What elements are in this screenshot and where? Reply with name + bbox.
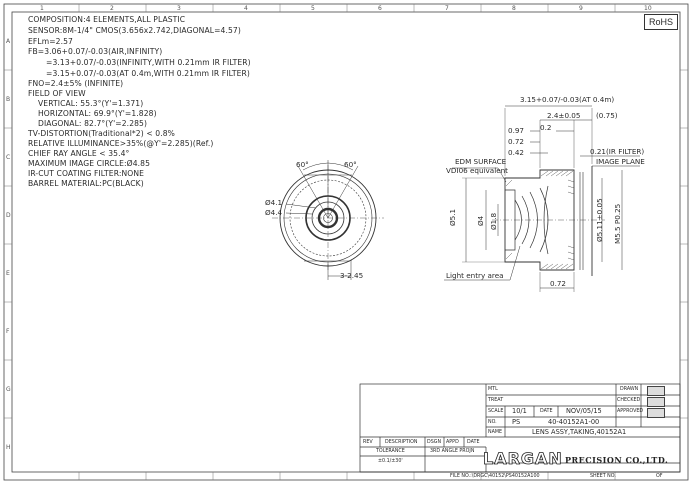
- side-dim-02: 0.2: [540, 123, 552, 132]
- tb-projection: 3RD ANGLE PROJN: [430, 449, 475, 454]
- tb-mtl-label: MTL: [488, 387, 498, 392]
- side-fb-dim: 3.15+0.07/-0.03(AT 0.4m): [520, 95, 615, 104]
- side-ir-filter-label: 0.21(IR FILTER): [590, 147, 645, 156]
- largan-logo: LARGAN: [483, 449, 563, 469]
- rohs-badge: RoHS: [644, 14, 678, 30]
- tb-checked-label: CHECKED: [617, 398, 641, 403]
- front-dia-inner: Ø4.4: [265, 208, 283, 217]
- spec-fb-04m: =3.15+0.07/-0.03(AT 0.4m,WITH 0.21mm IR …: [46, 69, 250, 78]
- front-width-dim: 3-2.45: [340, 271, 364, 280]
- side-vdi-label: VDI06 equivalent: [446, 166, 508, 175]
- side-dim-240: 2.4±0.05: [547, 111, 581, 120]
- tb-of-label: OF: [656, 474, 663, 479]
- side-image-plane-label: IMAGE PLANE: [596, 157, 645, 166]
- side-view: [444, 105, 640, 292]
- barrel-outline: [504, 169, 575, 271]
- ruler-top-7: 7: [445, 5, 449, 12]
- tb-part-no: 40-40152A1-00: [548, 418, 600, 426]
- front-angle-right: 60°: [344, 160, 357, 169]
- spec-efl: EFLm=2.57: [28, 37, 73, 46]
- tb-approved-stamp: [647, 408, 665, 418]
- tb-rev-label: REV: [363, 440, 373, 445]
- ruler-top-2: 2: [110, 5, 114, 12]
- side-thread-label: M5.5 P0.25: [613, 203, 622, 244]
- tb-date: NOV/05/15: [566, 407, 602, 415]
- spec-chief-ray-angle: CHIEF RAY ANGLE < 35.4°: [28, 149, 130, 158]
- side-dim-075: (0.75): [596, 111, 618, 120]
- tb-file-no: FILE NO.:\DRGC\40152\PS40152A100: [450, 474, 540, 479]
- tb-prefix: PS: [512, 418, 521, 426]
- ruler-top-3: 3: [177, 5, 181, 12]
- side-edm-surface-label: EDM SURFACE: [455, 157, 507, 166]
- spec-fov-vertical: VERTICAL: 55.3°(Y'=1.371): [38, 99, 144, 108]
- tb-no-label: NO.: [488, 420, 497, 425]
- ruler-top-10: 10: [644, 5, 652, 12]
- spec-fno: FNO=2.4±5% (INFINITE): [28, 79, 124, 88]
- company-name: PRECISION CO.,LTD.: [565, 455, 669, 465]
- spec-fb-air: FB=3.06+0.07/-0.03(AIR,INFINITY): [28, 47, 163, 56]
- ruler-top-4: 4: [244, 5, 248, 12]
- side-dim-097: 0.97: [508, 126, 525, 135]
- inner-border: [11, 11, 681, 473]
- ruler-side-a: A: [6, 38, 11, 45]
- spec-fov-heading: FIELD OF VIEW: [28, 89, 86, 98]
- spec-barrel-material: BARREL MATERIAL:PC(BLACK): [28, 179, 144, 188]
- tb-scale: 10/1: [512, 407, 527, 415]
- tb-dsgn-label: DSGN: [427, 440, 442, 445]
- tb-scale-label: SCALE: [488, 409, 504, 414]
- ruler-top-5: 5: [311, 5, 315, 12]
- ruler-top-9: 9: [579, 5, 583, 12]
- ruler-top-8: 8: [512, 5, 516, 12]
- ruler-side-g: G: [6, 386, 11, 393]
- side-phi18: Ø1.8: [489, 212, 498, 230]
- tb-approved-label: APPROVED: [617, 409, 644, 414]
- ruler-top-1: 1: [40, 5, 44, 12]
- spec-composition: COMPOSITION:4 ELEMENTS,ALL PLASTIC: [28, 15, 186, 24]
- spec-tv-distortion: TV-DISTORTION(Traditional*2) < 0.8%: [28, 129, 175, 138]
- side-dim-042: 0.42: [508, 148, 525, 157]
- side-phi511: Ø5.11±0.05: [595, 198, 604, 242]
- ruler-ticks: [4, 4, 688, 480]
- side-light-entry-label: Light entry area: [446, 271, 504, 280]
- tb-date-label: DATE: [540, 409, 553, 414]
- spec-fb-infinity: =3.13+0.07/-0.03(INFINITY,WITH 0.21mm IR…: [46, 58, 251, 67]
- tb-checked-stamp: [647, 397, 665, 407]
- front-view: [272, 160, 384, 280]
- tb-tolerance: ±0.1/±30': [378, 459, 403, 464]
- side-dim-072-bottom: 0.72: [550, 279, 567, 288]
- tb-appd-label: APPD: [446, 440, 459, 445]
- tb-drawn-stamp: [647, 386, 665, 396]
- ruler-side-b: B: [6, 96, 11, 103]
- ruler-side-f: F: [6, 328, 10, 335]
- side-phi4: Ø4: [476, 215, 485, 226]
- ruler-side-c: C: [6, 154, 11, 161]
- lens-element-1: [514, 199, 522, 241]
- spec-ir-cut: IR-CUT COATING FILTER:NONE: [28, 169, 145, 178]
- ruler-top-6: 6: [378, 5, 382, 12]
- tb-name-label: NAME: [488, 430, 503, 435]
- tb-date2-label: DATE: [467, 440, 480, 445]
- side-phi51: Ø5.1: [448, 208, 457, 226]
- front-angle-left: 60°: [296, 160, 309, 169]
- spec-fov-horizontal: HORIZONTAL: 69.9°(Y'=1.828): [38, 109, 157, 118]
- tb-treat-label: TREAT: [488, 398, 504, 403]
- spec-fov-diagonal: DIAGONAL: 82.7°(Y'=2.285): [38, 119, 148, 128]
- tb-name: LENS ASSY,TAKING,40152A1: [532, 428, 627, 436]
- outer-border: [3, 3, 689, 481]
- ruler-side-e: E: [6, 270, 10, 277]
- front-dia-outer: Ø4.1: [265, 198, 283, 207]
- tb-drawn-label: DRAWN: [620, 387, 639, 392]
- spec-image-circle: MAXIMUM IMAGE CIRCLE:Ø4.85: [28, 159, 151, 168]
- spec-relative-illuminance: RELATIVE ILLUMINANCE>35%(@Y'=2.285)(Ref.…: [28, 139, 214, 148]
- tb-tolerance-label: TOLERANCE: [376, 449, 405, 454]
- tb-sheet-label: SHEET NO.: [590, 474, 616, 479]
- ruler-side-d: D: [6, 212, 11, 219]
- tb-description-label: DESCRIPTION: [385, 440, 418, 445]
- ruler-side-h: H: [6, 444, 11, 451]
- side-dim-072-top: 0.72: [508, 137, 525, 146]
- spec-sensor: SENSOR:8M-1/4" CMOS(3.656x2.742,DIAGONAL…: [28, 26, 241, 35]
